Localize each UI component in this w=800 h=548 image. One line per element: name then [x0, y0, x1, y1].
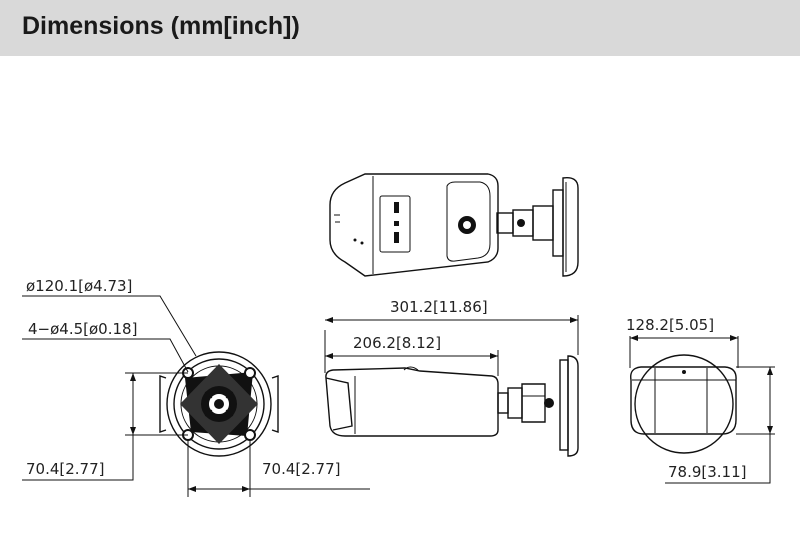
- dimension-lines: [22, 295, 775, 497]
- total-length-label: 301.2[11.86]: [390, 298, 488, 316]
- base-height-label: 70.4[2.77]: [26, 460, 105, 478]
- front-view: [630, 354, 737, 454]
- top-view: [329, 173, 579, 277]
- section-title: Dimensions (mm[inch]): [22, 12, 300, 40]
- section-header: Dimensions (mm[inch]): [0, 0, 800, 56]
- side-view: [325, 355, 579, 457]
- mount-holes-label: 4−ø4.5[ø0.18]: [28, 320, 137, 338]
- base-width-label: 70.4[2.77]: [262, 460, 341, 478]
- base-diameter-label: ø120.1[ø4.73]: [26, 277, 132, 295]
- base-view: [159, 351, 279, 457]
- front-width-label: 128.2[5.05]: [626, 316, 714, 334]
- body-length-label: 206.2[8.12]: [353, 334, 441, 352]
- front-height-label: 78.9[3.11]: [668, 463, 747, 481]
